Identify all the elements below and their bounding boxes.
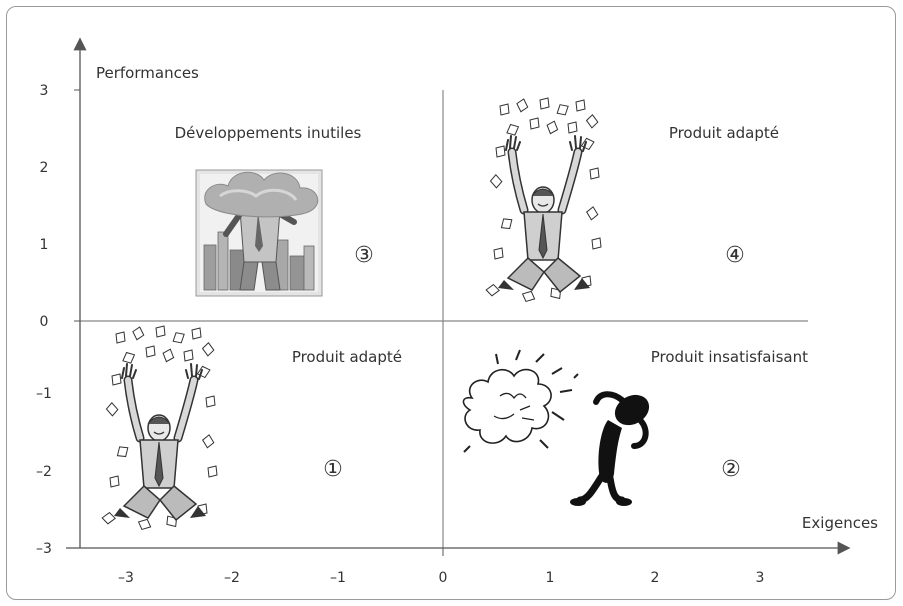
y-tick-label: 1 xyxy=(40,237,49,253)
quadrant-number-3: ③ xyxy=(354,243,374,268)
quadrant-number-1: ① xyxy=(323,457,343,482)
y-axis-ticks: 3 2 1 0 –1 –2 –3 xyxy=(36,83,80,557)
y-tick-label: –3 xyxy=(36,541,52,557)
frustrated-figure-illustration xyxy=(462,349,650,506)
y-axis-title: Performances xyxy=(96,64,199,82)
money-man-illustration-top xyxy=(486,98,601,302)
x-tick-label: 3 xyxy=(756,570,765,586)
quadrant-number-4: ④ xyxy=(725,243,745,268)
x-tick-label: –2 xyxy=(224,570,240,586)
quadrant-top-right-label: Produit adapté xyxy=(669,124,779,142)
y-tick-label: 0 xyxy=(40,314,49,330)
quadrant-bottom-left-label: Produit adapté xyxy=(292,348,402,366)
x-axis-ticks: –3 –2 –1 0 1 2 3 xyxy=(118,548,764,586)
y-tick-label: 3 xyxy=(40,83,49,99)
y-tick-label: –2 xyxy=(36,464,52,480)
x-tick-label: 2 xyxy=(651,570,660,586)
quadrant-bottom-right-label: Produit insatisfaisant xyxy=(651,348,808,366)
quadrant-top-left-label: Développements inutiles xyxy=(175,124,362,142)
diagram-frame xyxy=(6,6,896,600)
x-axis-title: Exigences xyxy=(802,514,878,532)
head-in-cloud-illustration xyxy=(195,169,323,297)
x-tick-label: –1 xyxy=(330,570,346,586)
y-tick-label: 2 xyxy=(40,160,49,176)
x-tick-label: –3 xyxy=(118,570,134,586)
money-man-illustration-bottom xyxy=(102,326,217,530)
x-tick-label: 1 xyxy=(546,570,555,586)
quadrant-number-2: ② xyxy=(721,457,741,482)
y-tick-label: –1 xyxy=(36,386,52,402)
x-tick-label: 0 xyxy=(439,570,448,586)
